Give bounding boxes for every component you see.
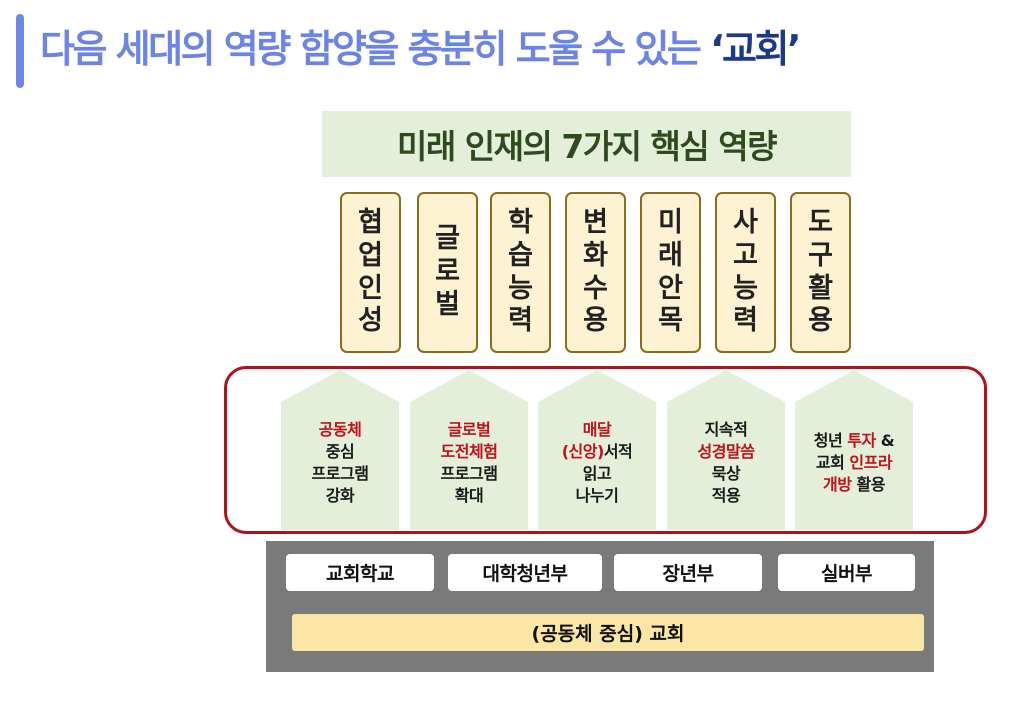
program-house-1: 공동체 중심 프로그램 강화: [281, 370, 399, 530]
program-frame: [224, 366, 987, 534]
competency-label: 학습능력: [508, 206, 533, 337]
department-church-school: 교회학교: [286, 554, 434, 591]
program-text: 청년 투자 & 교회 인프라 개방 활용: [813, 430, 895, 495]
program-house-4: 지속적 성경말씀 묵상 적용: [667, 370, 785, 530]
program-house-5: 청년 투자 & 교회 인프라 개방 활용: [795, 370, 913, 530]
program-text: 매달 (신앙)서적 읽고 나누기: [561, 419, 633, 506]
page-title-highlight: ‘교회’: [710, 27, 801, 71]
competency-label: 도구활용: [808, 206, 833, 337]
competency-box-6: 사고능력: [715, 192, 776, 353]
competency-box-2: 글로벌: [417, 192, 478, 353]
competency-box-5: 미래안목: [640, 192, 701, 353]
title-accent-bar: [16, 14, 24, 88]
competency-box-3: 학습능력: [490, 192, 551, 353]
competency-box-1: 협업인성: [340, 192, 401, 353]
competency-label: 미래안목: [658, 206, 683, 337]
competency-box-7: 도구활용: [790, 192, 851, 353]
competency-label: 글로벌: [435, 223, 460, 320]
competency-heading-box: 미래 인재의 7가지 핵심 역량: [322, 111, 851, 177]
competency-label: 협업인성: [358, 206, 383, 337]
church-foundation-label: (공동체 중심) 교회: [292, 614, 924, 651]
program-text: 공동체 중심 프로그램 강화: [311, 419, 369, 506]
competency-label: 사고능력: [733, 206, 758, 337]
department-silver: 실버부: [778, 554, 915, 591]
program-text: 글로벌 도전체험 프로그램 확대: [440, 419, 498, 506]
program-house-3: 매달 (신앙)서적 읽고 나누기: [538, 370, 656, 530]
department-adult: 장년부: [614, 554, 762, 591]
department-college-youth: 대학청년부: [448, 554, 602, 591]
program-text: 지속적 성경말씀 묵상 적용: [697, 419, 755, 506]
competency-heading: 미래 인재의 7가지 핵심 역량: [397, 127, 777, 166]
page-title-main: 다음 세대의 역량 함양을 충분히 도울 수 있는: [40, 27, 711, 71]
program-house-2: 글로벌 도전체험 프로그램 확대: [410, 370, 528, 530]
competency-box-4: 변화수용: [565, 192, 626, 353]
competency-label: 변화수용: [583, 206, 608, 337]
page-title: 다음 세대의 역량 함양을 충분히 도울 수 있는 ‘교회’: [40, 18, 801, 73]
